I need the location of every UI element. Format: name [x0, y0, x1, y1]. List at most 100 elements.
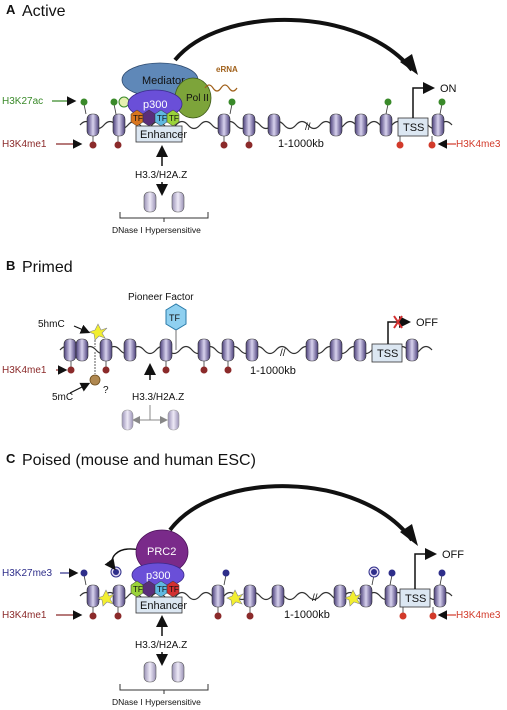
5hmc-label: 5hmC	[38, 319, 65, 330]
h3k27ac-mark	[384, 98, 392, 106]
prc2-label: PRC2	[147, 546, 176, 558]
tf-label: TF	[169, 114, 179, 123]
dnase-label: DNase I Hypersensitive	[112, 225, 201, 235]
tf-label: TF	[157, 114, 167, 123]
h3k27me3-mark	[388, 569, 396, 577]
h3k27ac-mark	[80, 98, 88, 106]
tss-label: TSS	[377, 348, 398, 360]
transcription-arrow	[412, 82, 435, 118]
nucleosome	[99, 338, 113, 362]
nucleosome	[159, 338, 173, 362]
h3k4me3-label: H3K4me3	[456, 139, 501, 150]
pioneer-factor-tf	[165, 303, 187, 331]
tf-label: TF	[157, 585, 167, 594]
tf-hexagon	[166, 109, 180, 127]
transcription-arrow	[387, 316, 411, 344]
h3k4me1-label: H3K4me1	[2, 139, 47, 150]
h3k4me1-mark	[224, 366, 232, 374]
nucleosome	[217, 113, 231, 137]
5mc-label: 5mC	[52, 392, 73, 403]
histone-marks-b	[67, 361, 232, 374]
on-label: ON	[440, 83, 457, 95]
h3k4me1-label: H3K4me1	[2, 365, 47, 376]
distance-label: 1-1000kb	[284, 609, 330, 621]
h3k4me3-mark	[429, 612, 437, 620]
transcription-arrow	[414, 548, 437, 589]
nucleosome	[353, 338, 367, 362]
nucleosome	[243, 584, 257, 608]
variant-nucleosome	[171, 191, 185, 213]
variant-nucleosome	[143, 191, 157, 213]
h3k27me3-mark	[222, 569, 230, 577]
h3k4me1-mark	[162, 366, 170, 374]
nucleosome	[75, 338, 89, 362]
5hmc-mark	[344, 589, 362, 607]
panel-b-letter: B	[6, 258, 15, 273]
p300-label: p300	[146, 570, 170, 582]
nucleosome	[305, 338, 319, 362]
dnase-label: DNase I Hypersensitive	[112, 697, 201, 707]
panel-b-title: Primed	[22, 259, 73, 276]
panel-c: C Poised (mouse and human ESC) //	[2, 451, 501, 707]
panel-c-title: Poised (mouse and human ESC)	[22, 452, 256, 469]
tf-label: TF	[169, 313, 180, 323]
nucleosome	[86, 584, 100, 608]
panel-b: B Primed Pioneer Factor TF //	[2, 258, 438, 431]
h3k27me3-label: H3K27me3	[2, 568, 52, 579]
variant-label: H3.3/H2A.Z	[132, 392, 184, 403]
looping-arrow	[168, 484, 414, 542]
nucleosome	[197, 338, 211, 362]
h3k4me1-mark	[200, 366, 208, 374]
variant-label: H3.3/H2A.Z	[135, 170, 187, 181]
tss-label: TSS	[403, 122, 424, 134]
h3k27ac-mark	[228, 98, 236, 106]
tss-box	[371, 343, 403, 363]
enhancer-box	[135, 596, 183, 614]
h3k4me1-mark	[246, 612, 254, 620]
nucleosome	[86, 113, 100, 137]
tf-hexagon	[166, 580, 180, 598]
tf-label: TF	[169, 585, 179, 594]
enhancer-box	[135, 125, 183, 143]
nucleosome-group-c	[86, 584, 447, 608]
dnase-bracket	[119, 684, 209, 694]
nucleosome-group-b	[63, 338, 419, 362]
variant-nucleosome	[167, 409, 180, 431]
off-label: OFF	[442, 549, 464, 561]
nucleosome	[431, 113, 445, 137]
nucleosome	[329, 113, 343, 137]
5mc-mark	[89, 374, 101, 386]
nucleosome	[433, 584, 447, 608]
nucleosome	[329, 338, 343, 362]
erna-transcript	[204, 84, 238, 92]
histone-marks-a	[80, 96, 446, 149]
enhancer-label: Enhancer	[140, 600, 187, 612]
nucleosome	[112, 113, 126, 137]
tf-label: TF	[133, 585, 143, 594]
enhancer-label: Enhancer	[140, 129, 187, 141]
h3k27me3-mark	[438, 569, 446, 577]
erna-label: eRNA	[216, 65, 238, 74]
tf-cluster-a: TF TF TF	[130, 109, 180, 127]
off-label: OFF	[416, 317, 438, 329]
variant-nucleosome	[121, 409, 134, 431]
h3k4me1-mark	[114, 612, 122, 620]
variant-label: H3.3/H2A.Z	[135, 640, 187, 651]
nucleosome	[211, 584, 225, 608]
h3k4me3-label: H3K4me3	[456, 610, 501, 621]
h3k4me3-mark	[399, 612, 407, 620]
distance-label: 1-1000kb	[250, 365, 296, 377]
h3k4me1-label: H3K4me1	[2, 610, 47, 621]
h3k4me1-mark	[89, 612, 97, 620]
nucleosome	[271, 584, 285, 608]
nucleosome	[333, 584, 347, 608]
p300-label: p300	[143, 99, 167, 111]
looping-arrow	[173, 18, 414, 72]
break-mark: //	[280, 348, 286, 359]
nucleosome	[112, 584, 126, 608]
break-mark: //	[305, 122, 311, 133]
break-mark: //	[312, 593, 318, 604]
nucleosome	[221, 338, 235, 362]
mediator-label: Mediator	[142, 75, 185, 87]
